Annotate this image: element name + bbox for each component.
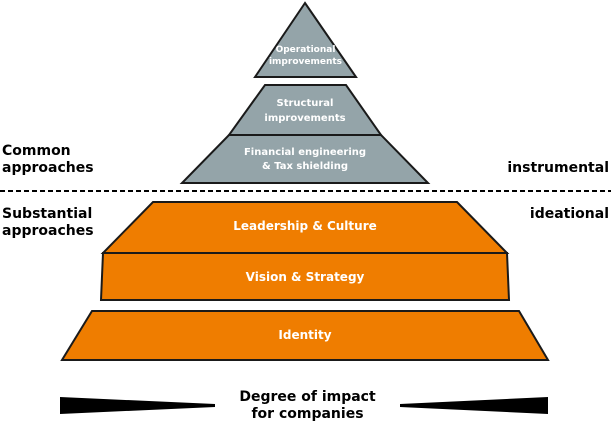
- layer-identity: [60, 310, 550, 361]
- text-line: Degree of impact: [239, 389, 376, 405]
- label-leadership: Leadership & Culture: [233, 219, 377, 233]
- label-degree-of-impact: Degree of impact for companies: [215, 389, 400, 423]
- text-line: Structural: [276, 98, 334, 109]
- label-instrumental: instrumental: [507, 160, 609, 176]
- text-line: improvements: [268, 57, 343, 67]
- label-structural: Structural improvements: [229, 96, 381, 126]
- layer-financial: [179, 134, 431, 184]
- label-vision: Vision & Strategy: [245, 270, 365, 284]
- impact-wedge-right: [400, 397, 548, 414]
- layer-vision: [99, 252, 511, 301]
- layer-operational: [253, 1, 358, 78]
- text-line: & Tax shielding: [262, 161, 348, 172]
- label-common-approaches: Common approaches: [2, 143, 94, 177]
- label-substantial-approaches: Substantial approaches: [2, 206, 94, 240]
- label-ideational: ideational: [529, 206, 609, 222]
- text-line: for companies: [251, 406, 364, 422]
- text-line: improvements: [264, 113, 346, 124]
- text-line: Financial engineering: [243, 147, 367, 158]
- text-line: Operational: [275, 45, 336, 55]
- text-line: approaches: [2, 160, 94, 176]
- text-line: approaches: [2, 223, 94, 239]
- label-operational: Operational improvements: [255, 44, 356, 68]
- text-line: Common: [2, 143, 71, 159]
- label-financial: Financial engineering & Tax shielding: [200, 146, 410, 174]
- text-line: Substantial: [2, 206, 93, 222]
- impact-wedge-left: [60, 397, 215, 414]
- label-identity: Identity: [278, 328, 332, 342]
